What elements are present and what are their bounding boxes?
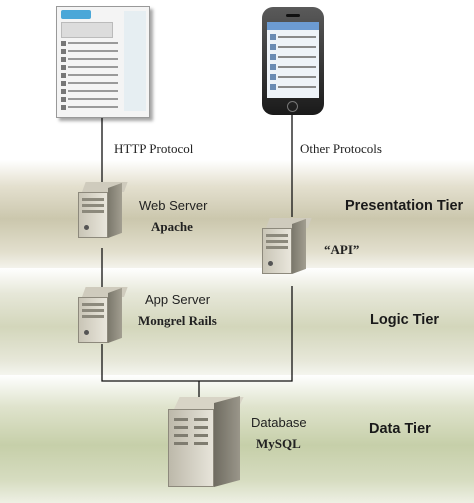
http-protocol-label: HTTP Protocol: [114, 141, 194, 156]
database-server-icon: [168, 396, 244, 489]
presentation-tier-label: Presentation Tier: [345, 198, 464, 214]
other-protocols-label: Other Protocols: [300, 141, 382, 156]
app-server-label: App Server: [145, 292, 211, 307]
logic-bus-connector: [101, 286, 293, 382]
phone-icon: [262, 7, 324, 115]
app-server-icon: [78, 287, 128, 345]
web-server-label: Web Server: [139, 198, 208, 213]
browser-screenshot: [56, 6, 150, 118]
web-server-icon: [78, 182, 128, 240]
api-label: “API”: [324, 242, 360, 257]
logic-tier-label: Logic Tier: [370, 312, 440, 328]
data-tier-label: Data Tier: [369, 421, 431, 437]
api-server-icon: [262, 218, 312, 276]
mysql-label: MySQL: [256, 436, 301, 451]
database-label: Database: [251, 415, 307, 430]
apache-label: Apache: [151, 219, 193, 234]
mongrel-rails-label: Mongrel Rails: [138, 313, 217, 328]
